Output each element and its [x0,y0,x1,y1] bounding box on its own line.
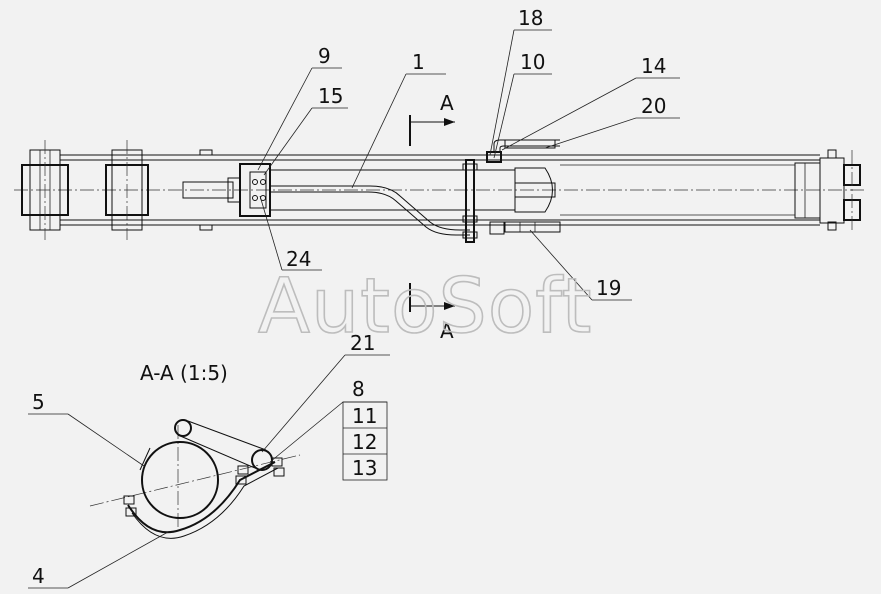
callout-13: 13 [352,456,377,480]
callout-10: 10 [520,50,545,74]
callout-21: 21 [350,331,375,355]
callout-11: 11 [352,404,377,428]
callout-12: 12 [352,430,377,454]
section-marker-top: A [440,91,454,115]
callout-9: 9 [318,44,331,68]
boom-assembly [14,139,866,243]
callout-8: 8 [352,377,365,401]
callout-5: 5 [32,390,45,414]
callout-leaders [257,29,680,301]
watermark-text: AutoSoft [258,261,592,350]
callout-18: 18 [518,6,543,30]
callout-24: 24 [286,247,311,271]
section-title: A-A (1:5) [140,361,228,385]
callout-15: 15 [318,84,343,108]
callout-19: 19 [596,276,621,300]
callout-4: 4 [32,564,45,588]
callout-14: 14 [641,54,666,78]
callout-20: 20 [641,94,666,118]
section-view: A-A (1:5) [28,354,390,589]
callout-1: 1 [412,50,425,74]
callout-numbers: 18 10 14 20 9 1 15 24 19 21 8 11 12 13 5… [32,6,666,588]
section-marker: A A [409,91,455,343]
section-marker-bottom: A [440,319,454,343]
